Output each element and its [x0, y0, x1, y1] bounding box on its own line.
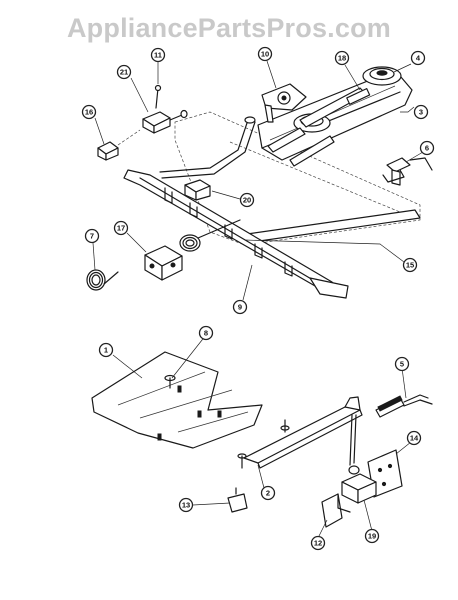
callout-2: 2 [260, 485, 276, 501]
callout-10: 10 [257, 46, 273, 62]
bracket-12 [321, 493, 351, 528]
tray-screw [280, 419, 290, 433]
callout-20: 20 [239, 192, 255, 208]
svg-text:13: 13 [182, 501, 190, 510]
callout-6: 6 [419, 140, 435, 156]
svg-text:1: 1 [104, 346, 108, 355]
callout-16: 16 [81, 104, 97, 120]
callout-19: 19 [364, 528, 380, 544]
valve-16 [97, 129, 141, 161]
watermark-text: AppliancePartsPros.com [67, 13, 391, 43]
svg-text:11: 11 [154, 51, 162, 60]
svg-text:16: 16 [85, 108, 93, 117]
callout-3: 3 [413, 104, 429, 120]
callout-13: 13 [178, 497, 194, 513]
svg-text:4: 4 [416, 54, 421, 63]
manifold-pipe [123, 169, 349, 299]
manifold-tube [159, 116, 256, 179]
top-valve-part [261, 83, 307, 123]
svg-text:18: 18 [338, 54, 346, 63]
svg-text:17: 17 [117, 224, 125, 233]
callout-17: 17 [113, 220, 129, 236]
svg-text:8: 8 [204, 329, 208, 338]
igniter-6 [382, 157, 433, 186]
svg-text:15: 15 [406, 261, 414, 270]
svg-text:9: 9 [238, 303, 242, 312]
svg-text:3: 3 [419, 108, 423, 117]
callout-8: 8 [198, 325, 214, 341]
callout-18: 18 [334, 50, 350, 66]
valve-21 [142, 109, 188, 134]
svg-text:12: 12 [314, 539, 322, 548]
callout-15: 15 [402, 257, 418, 273]
screw-11 [154, 84, 162, 109]
svg-text:19: 19 [368, 532, 376, 541]
callout-7: 7 [84, 228, 100, 244]
svg-text:5: 5 [400, 360, 404, 369]
screw-8 [164, 374, 176, 389]
svg-text:2: 2 [266, 489, 270, 498]
thermostat-bulb-coil [86, 269, 119, 291]
burner-head-rear [362, 66, 402, 86]
svg-text:10: 10 [261, 50, 269, 59]
clip-13 [227, 487, 248, 513]
callout-12: 12 [310, 535, 326, 551]
oven-thermostat [144, 245, 183, 281]
rail-screw [237, 453, 247, 469]
valve-19 [341, 465, 377, 504]
svg-text:6: 6 [425, 144, 429, 153]
callout-1: 1 [98, 342, 114, 358]
electrode-5 [375, 394, 433, 418]
burner-tube-assembly [267, 87, 371, 167]
bracket-rail [243, 396, 363, 469]
callout-14: 14 [406, 430, 422, 446]
capillary-coil [179, 219, 241, 252]
callout-21: 21 [116, 64, 132, 80]
svg-text:14: 14 [410, 434, 419, 443]
callout-11: 11 [150, 47, 166, 63]
leader-lines [92, 60, 424, 539]
heat-shield-tray [91, 351, 263, 449]
svg-text:20: 20 [243, 196, 251, 205]
svg-text:7: 7 [90, 232, 94, 241]
igniter-switch [184, 179, 211, 201]
callout-9: 9 [232, 299, 248, 315]
callout-4: 4 [410, 50, 426, 66]
svg-text:21: 21 [120, 68, 128, 77]
callout-5: 5 [394, 356, 410, 372]
